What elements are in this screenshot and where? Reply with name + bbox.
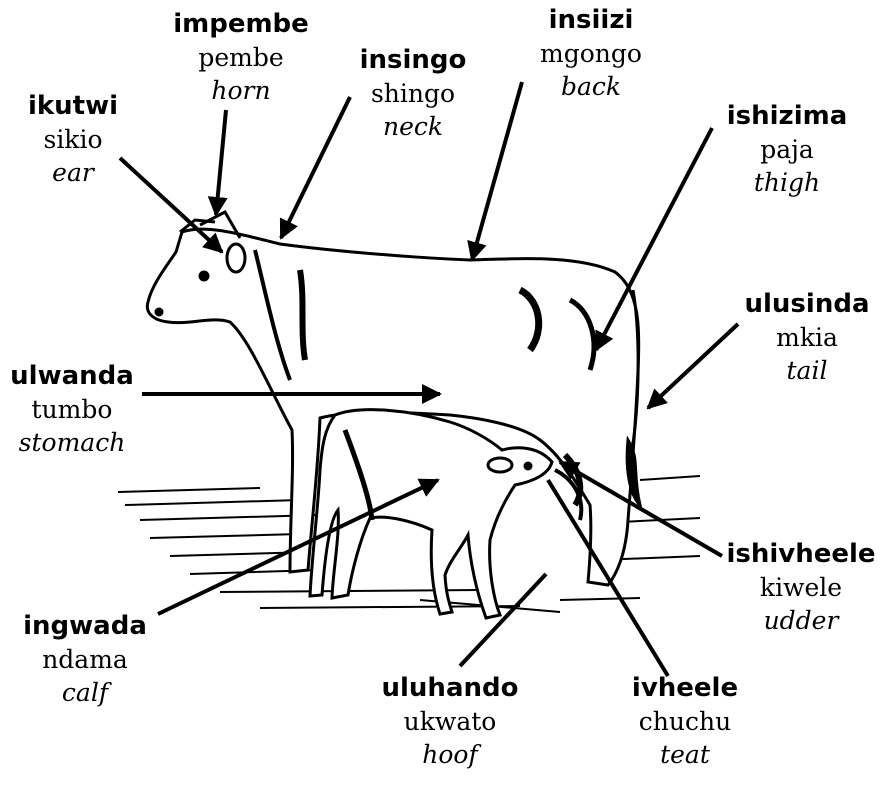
label-ivheele: ivheele chuchu teat <box>610 672 760 771</box>
label-ikutwi: ikutwi sikio ear <box>4 90 142 189</box>
swahili-ikutwi: sikio <box>4 123 142 156</box>
arrow-ulusinda <box>648 324 738 408</box>
english-ikutwi: ear <box>4 156 142 189</box>
term-impembe: impembe <box>156 8 326 41</box>
english-ishizima: thigh <box>712 166 862 199</box>
swahili-ulusinda: mkia <box>732 321 882 354</box>
label-ingwada: ingwada ndama calf <box>10 610 160 709</box>
english-ulwanda: stomach <box>0 426 144 459</box>
term-ingwada: ingwada <box>10 610 160 643</box>
arrow-impembe <box>216 110 226 215</box>
english-ivheele: teat <box>610 738 760 771</box>
english-insiizi: back <box>516 70 666 103</box>
swahili-ulwanda: tumbo <box>0 393 144 426</box>
swahili-insingo: shingo <box>338 77 488 110</box>
swahili-impembe: pembe <box>156 41 326 74</box>
label-insiizi: insiizi mgongo back <box>516 4 666 103</box>
term-insingo: insingo <box>338 44 488 77</box>
term-ulusinda: ulusinda <box>732 288 882 321</box>
term-uluhando: uluhando <box>370 672 530 705</box>
english-ulusinda: tail <box>732 354 882 387</box>
label-ishizima: ishizima paja thigh <box>712 100 862 199</box>
label-impembe: impembe pembe horn <box>156 8 326 107</box>
swahili-insiizi: mgongo <box>516 37 666 70</box>
label-uluhando: uluhando ukwato hoof <box>370 672 530 771</box>
term-ishivheele: ishivheele <box>718 538 884 571</box>
arrow-ishizima <box>596 128 712 350</box>
label-insingo: insingo shingo neck <box>338 44 488 143</box>
swahili-ishivheele: kiwele <box>718 571 884 604</box>
term-ishizima: ishizima <box>712 100 862 133</box>
cow-drawing <box>147 212 640 585</box>
swahili-ivheele: chuchu <box>610 705 760 738</box>
label-ulusinda: ulusinda mkia tail <box>732 288 882 387</box>
english-uluhando: hoof <box>370 738 530 771</box>
label-ulwanda: ulwanda tumbo stomach <box>0 360 144 459</box>
term-ikutwi: ikutwi <box>4 90 142 123</box>
swahili-ingwada: ndama <box>10 643 160 676</box>
term-insiizi: insiizi <box>516 4 666 37</box>
english-ishivheele: udder <box>718 604 884 637</box>
english-ingwada: calf <box>10 676 160 709</box>
term-ivheele: ivheele <box>610 672 760 705</box>
english-impembe: horn <box>156 74 326 107</box>
term-ulwanda: ulwanda <box>0 360 144 393</box>
swahili-uluhando: ukwato <box>370 705 530 738</box>
english-insingo: neck <box>338 110 488 143</box>
label-ishivheele: ishivheele kiwele udder <box>718 538 884 637</box>
swahili-ishizima: paja <box>712 133 862 166</box>
arrow-uluhando <box>460 574 546 666</box>
